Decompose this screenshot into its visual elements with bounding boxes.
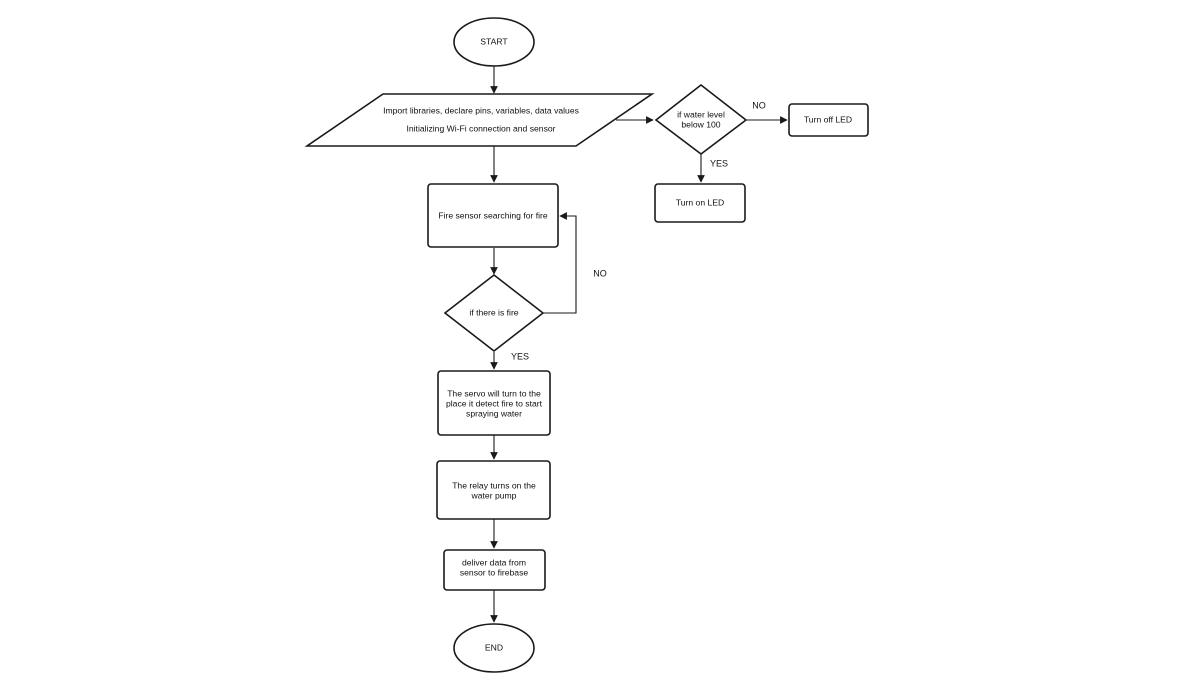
servo-process: The servo will turn to the place it dete… <box>437 370 551 436</box>
water-no-branch-label: NO <box>752 100 766 110</box>
deliver-label-line2: sensor to firebase <box>460 567 529 577</box>
fire-no-branch-label: NO <box>593 268 607 278</box>
start-label: START <box>480 36 508 46</box>
fire-check-label: if there is fire <box>469 307 518 317</box>
fire-yes-branch-label: YES <box>511 351 529 361</box>
fire-decision: if there is fire <box>443 273 545 353</box>
servo-label-line1: The servo will turn to the <box>447 388 541 398</box>
end-terminal: END <box>453 623 535 673</box>
turn-off-led-label: Turn off LED <box>804 114 852 124</box>
relay-label-line1: The relay turns on the <box>452 480 536 490</box>
servo-label-line3: spraying water <box>466 408 522 418</box>
water-check-line2: below 100 <box>681 119 720 129</box>
end-label: END <box>485 642 503 652</box>
water-yes-branch-label: YES <box>710 158 728 168</box>
fire-search-label: Fire sensor searching for fire <box>438 210 548 220</box>
init-label-line2: Initializing Wi-Fi connection and sensor <box>406 123 555 133</box>
fire-search-process: Fire sensor searching for fire <box>427 183 559 248</box>
relay-label-line2: water pump <box>471 490 517 500</box>
water-level-decision: if water level below 100 <box>654 83 748 156</box>
connectors <box>490 66 788 623</box>
init-label-line1: Import libraries, declare pins, variable… <box>383 105 579 115</box>
connector-fire-no-loop <box>543 212 577 314</box>
relay-process: The relay turns on the water pump <box>436 460 551 520</box>
start-terminal: START <box>453 17 535 67</box>
turn-off-led-process: Turn off LED <box>788 103 869 137</box>
water-check-line1: if water level <box>677 109 725 119</box>
turn-on-led-process: Turn on LED <box>654 183 746 223</box>
turn-on-led-label: Turn on LED <box>676 197 724 207</box>
deliver-data-process: deliver data from sensor to firebase <box>443 549 546 591</box>
servo-label-line2: place it detect fire to start <box>446 398 543 408</box>
deliver-label-line1: deliver data from <box>462 557 526 567</box>
init-io-node: Import libraries, declare pins, variable… <box>304 93 655 147</box>
